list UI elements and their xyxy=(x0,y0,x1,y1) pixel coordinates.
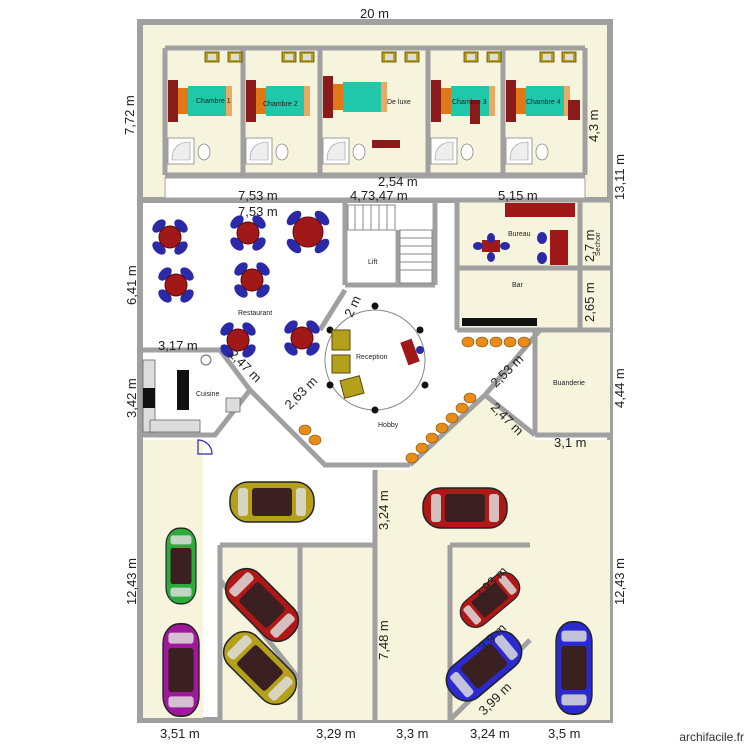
label-lift: Lift xyxy=(368,259,377,266)
label-deluxe: De luxe xyxy=(387,99,411,106)
car-red-top xyxy=(422,487,508,529)
label-bureau: Bureau xyxy=(508,231,531,238)
staircase xyxy=(347,204,433,284)
label-hobby: Hobby xyxy=(378,422,399,429)
dim-7-48: 7,48 m xyxy=(376,620,391,660)
dim-bottom-3-24: 3,24 m xyxy=(470,726,510,741)
dim-right-height-top: 13,11 m xyxy=(612,154,627,200)
dim-top-width: 20 m xyxy=(360,6,389,21)
label-chambre4: Chambre 4 xyxy=(526,99,561,106)
car-yellow-top xyxy=(229,481,315,523)
corridor xyxy=(164,177,586,199)
label-bar: Bar xyxy=(512,282,524,289)
dim-5-15: 5,15 m xyxy=(498,188,538,203)
walls xyxy=(140,45,610,722)
bedrooms xyxy=(167,51,580,165)
label-buanderie: Buanderie xyxy=(553,380,585,387)
dim-3-24-mid: 3,24 m xyxy=(376,490,391,530)
watermark: archifacile.fr xyxy=(679,730,744,744)
car-purple-left xyxy=(162,622,200,718)
bureau-furniture xyxy=(462,203,575,326)
dim-4-44: 4,44 m xyxy=(612,368,627,408)
dim-right-height-bottom: 12,43 m xyxy=(612,558,627,605)
label-sechoir: Sechoir xyxy=(595,232,602,256)
car-green-left xyxy=(165,527,197,605)
kitchen-furniture xyxy=(142,354,241,455)
label-chambre1: Chambre 1 xyxy=(196,98,231,105)
dim-4-7: 4,7 xyxy=(350,188,368,203)
label-chambre2: Chambre 2 xyxy=(263,101,298,108)
dim-left-height-top: 7,72 m xyxy=(122,95,137,135)
dim-corridor: 2,54 m xyxy=(378,174,418,189)
dim-6-41: 6,41 m xyxy=(124,265,139,305)
label-cuisine: Cuisine xyxy=(196,391,219,398)
dim-left-height-bottom: 12,43 m xyxy=(124,558,139,605)
reception-area xyxy=(324,302,429,414)
dim-2-7: 2,7 m xyxy=(582,229,597,262)
label-reception: Reception xyxy=(356,354,388,361)
label-restaurant: Restaurant xyxy=(238,310,272,317)
dim-bottom-3-51: 3,51 m xyxy=(160,726,200,741)
dim-3-1: 3,1 m xyxy=(554,435,587,450)
car-blue-right xyxy=(555,620,593,716)
room-labels: Chambre 1 Chambre 2 De luxe Chambre 3 Ch… xyxy=(196,98,602,429)
dim-7-53-a: 7,53 m xyxy=(238,188,278,203)
dim-3-17: 3,17 m xyxy=(158,338,198,353)
dim-rooms-depth: 4,3 m xyxy=(586,109,601,142)
dim-7-53-b: 7,53 m xyxy=(238,204,278,219)
dim-bottom-3-3: 3,3 m xyxy=(396,726,429,741)
dim-3-42: 3,42 m xyxy=(124,378,139,418)
dim-3-47: 3,47 m xyxy=(368,188,408,203)
dim-bottom-3-29: 3,29 m xyxy=(316,726,356,741)
label-chambre3: Chambre 3 xyxy=(452,99,487,106)
dim-2-65: 2,65 m xyxy=(582,282,597,322)
dim-bottom-3-5: 3,5 m xyxy=(548,726,581,741)
